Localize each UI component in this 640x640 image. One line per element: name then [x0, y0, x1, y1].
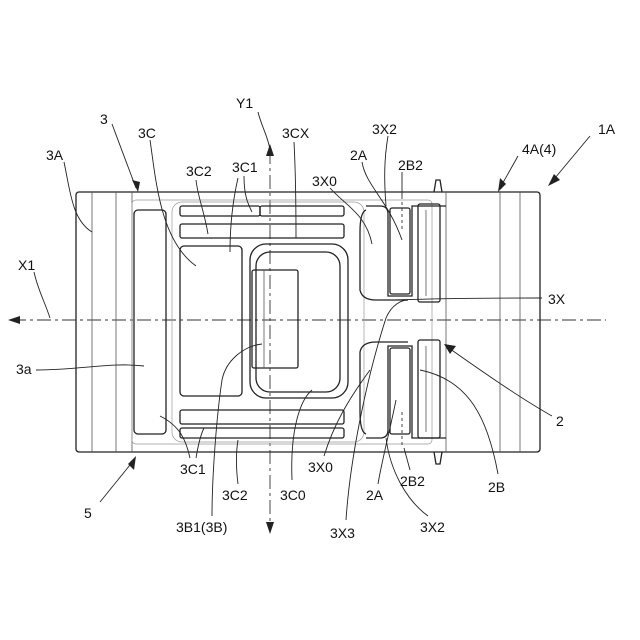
leader-3x0-bot — [324, 370, 370, 456]
label-3c2-bot: 3C2 — [222, 487, 248, 503]
terminal-2b-upper — [418, 204, 440, 302]
label-3a: 3A — [46, 147, 64, 163]
leader-2a-top — [362, 162, 402, 240]
leader-3c2-bot — [237, 440, 239, 484]
label-3c2-top: 3C2 — [186, 163, 212, 179]
label-3b13b: 3B1(3B) — [176, 519, 227, 535]
terminal-2a-lower — [390, 348, 410, 434]
label-3x2-bot: 3X2 — [420, 519, 445, 535]
slot-3c1-top-right — [260, 206, 344, 216]
label-3x3: 3X3 — [330, 525, 355, 541]
terminal-2-tab-top — [434, 180, 442, 192]
leader-x1 — [34, 272, 50, 318]
label-3a-small: 3a — [16, 361, 32, 377]
leader-3x2-top — [385, 136, 388, 206]
portion-3x-lower — [366, 346, 446, 438]
leader-3a-small — [36, 365, 144, 370]
inner-frame — [132, 200, 432, 444]
slot-3c1-top-left — [180, 206, 260, 216]
label-3c: 3C — [138, 125, 156, 141]
label-2b: 2B — [488, 479, 505, 495]
label-x1: X1 — [18, 257, 35, 273]
leader-5 — [100, 460, 134, 502]
label-2b2-top: 2B2 — [398, 157, 423, 173]
leader-2b2-bot — [404, 448, 410, 470]
portion-3c-left — [180, 246, 242, 396]
axis-x1-arrowhead — [8, 316, 20, 324]
block-3b1 — [252, 270, 298, 368]
terminal-2-tab-bottom — [434, 452, 442, 464]
leader-3a — [64, 162, 92, 232]
label-2a-top: 2A — [350, 147, 368, 163]
portion-3x0-upper — [360, 210, 408, 300]
label-1a: 1A — [598, 121, 616, 137]
label-2a-bot: 2A — [366, 487, 384, 503]
leader-3-arrowhead — [132, 180, 140, 192]
label-2: 2 — [556, 413, 564, 429]
label-3cx: 3CX — [282, 125, 310, 141]
leader-3c2-top — [196, 180, 208, 234]
leader-1a-arrowhead — [548, 174, 560, 186]
label-3: 3 — [100, 111, 108, 127]
label-3x: 3X — [548, 291, 566, 307]
label-2b2-bot: 2B2 — [400, 473, 425, 489]
portion-3x-upper — [366, 206, 446, 296]
leader-3c1-top-b — [230, 178, 238, 252]
leader-2 — [446, 346, 552, 416]
label-y1: Y1 — [236, 95, 253, 111]
slot-3c1-bottom — [180, 410, 344, 424]
label-4a4: 4A(4) — [522, 141, 556, 157]
slot-3c2-top — [180, 224, 344, 238]
outer-body — [76, 192, 540, 452]
plate-3a — [134, 210, 166, 434]
portion-3cx — [250, 244, 348, 398]
label-3x0-top: 3X0 — [312, 173, 337, 189]
terminal-2a-upper — [390, 208, 410, 294]
leader-y1 — [258, 112, 270, 150]
leader-3 — [112, 124, 136, 188]
label-3c1-top: 3C1 — [232, 159, 258, 175]
label-5: 5 — [84, 505, 92, 521]
terminal-2b-lower — [418, 340, 440, 438]
label-3x0-bot: 3X0 — [308, 459, 333, 475]
label-3c1-bot: 3C1 — [180, 461, 206, 477]
leader-5-arrowhead — [128, 456, 136, 470]
axis-y1-arrowhead-bottom — [266, 522, 274, 534]
label-3x2-top: 3X2 — [372, 121, 397, 137]
leader-3c1-bot-b — [196, 428, 204, 458]
leader-3c — [150, 140, 196, 266]
slot-3c2-bottom — [180, 428, 344, 438]
label-3c0: 3C0 — [280, 487, 306, 503]
